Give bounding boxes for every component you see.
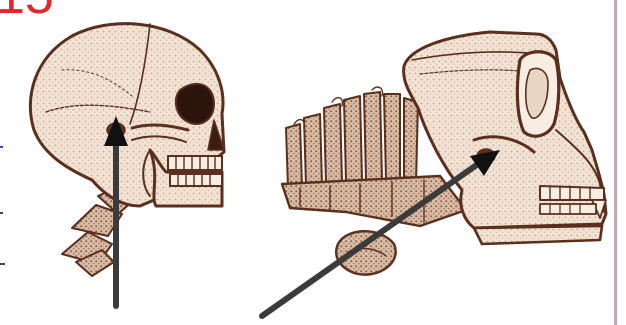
vertebral-spines-icon — [286, 87, 418, 188]
slide-right-border — [614, 0, 617, 325]
ape-skull-side-view-icon — [282, 32, 606, 275]
human-skull-side-view-icon — [30, 24, 224, 276]
